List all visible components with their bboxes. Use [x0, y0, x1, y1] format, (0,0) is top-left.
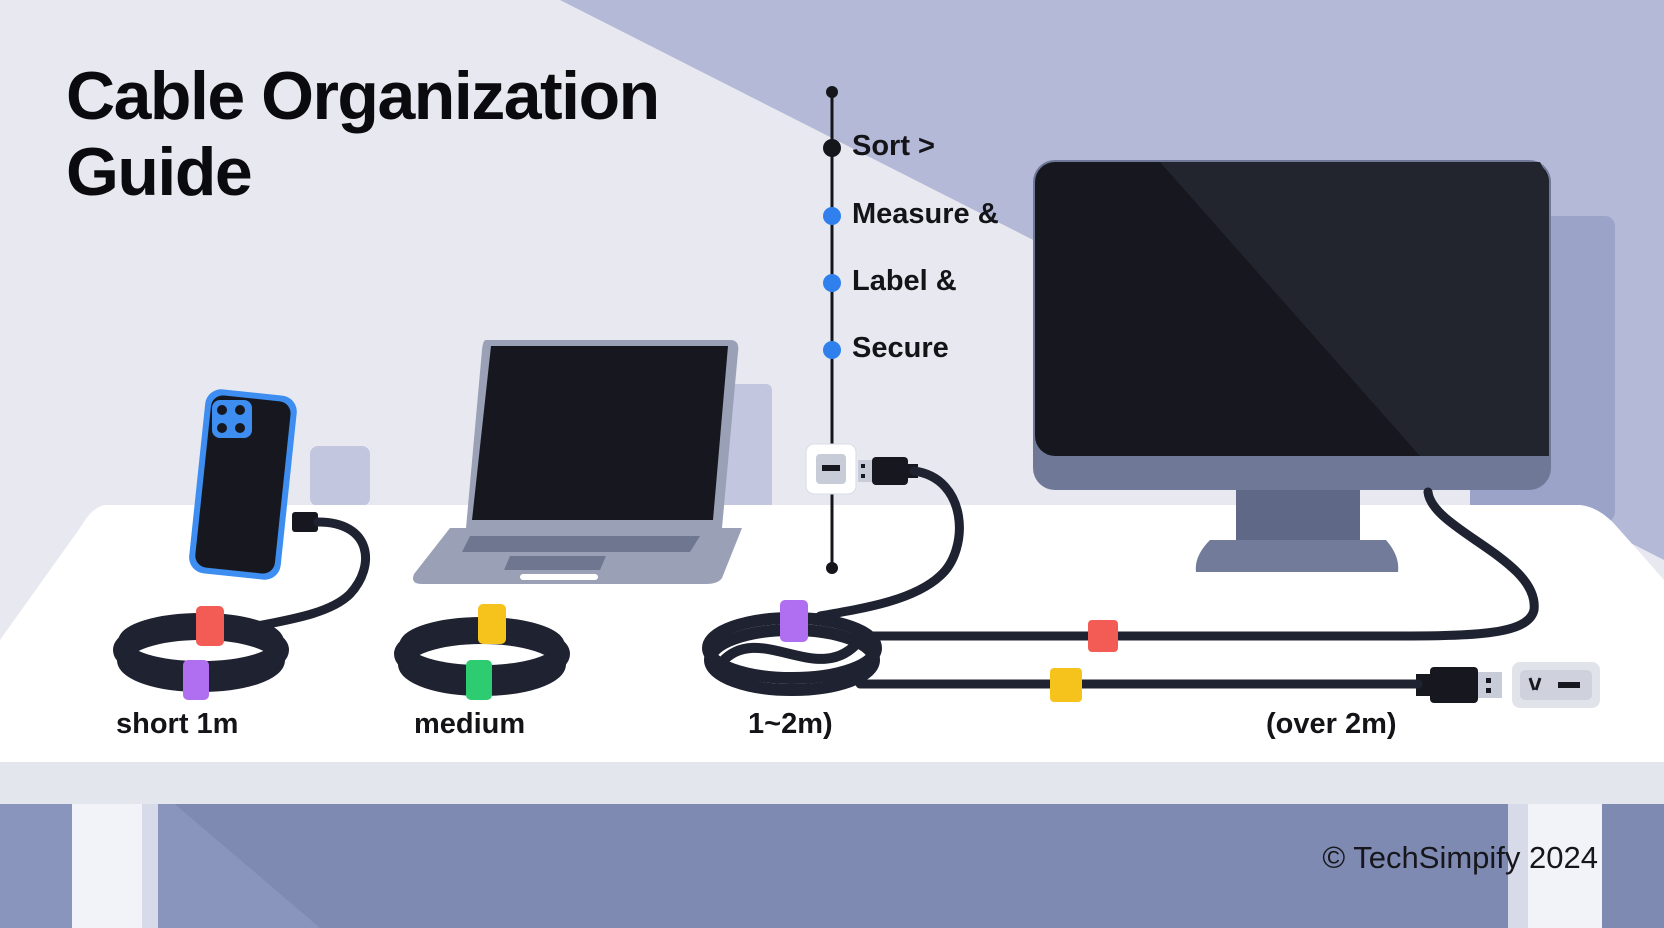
timeline-end-dot	[826, 562, 838, 574]
step-measure-label: Measure &	[852, 198, 999, 230]
cable-ties	[183, 600, 1118, 702]
page-title: Cable Organization Guide	[66, 58, 660, 210]
tie-short-1	[196, 606, 224, 646]
laptop-wall-shadow	[720, 384, 772, 514]
step-label-label: Label &	[852, 265, 957, 297]
step-dot-measure	[823, 207, 841, 225]
tie-long-1	[1088, 620, 1118, 652]
tie-medium-1	[478, 604, 506, 644]
cable-label-long: (over 2m)	[1266, 708, 1397, 740]
cable-label-mid-length: 1~2m)	[748, 708, 833, 740]
step-secure-label: Secure	[852, 332, 949, 364]
tie-short-2	[183, 660, 209, 700]
copyright-text: © TechSimpify 2024	[1322, 840, 1598, 875]
tie-long-2	[1050, 668, 1082, 702]
monitor-icon	[1033, 160, 1551, 572]
step-dot-secure	[823, 341, 841, 359]
cables	[225, 466, 1539, 689]
cable-label-short: short 1m	[116, 708, 239, 740]
phone-wall-shadow	[310, 446, 370, 506]
timeline-start-dot	[826, 86, 838, 98]
floor-shadow	[170, 800, 1664, 928]
step-dot-label	[823, 274, 841, 292]
phone-icon	[189, 389, 318, 580]
cable-label-medium: medium	[414, 708, 526, 740]
tie-medium-2	[466, 660, 492, 700]
usb-plug-right-icon	[1416, 667, 1502, 703]
tie-midlength	[780, 600, 808, 642]
wall-port	[805, 443, 857, 495]
step-dot-sort	[823, 139, 841, 157]
laptop-icon	[413, 340, 742, 584]
step-sort-label: Sort >	[852, 130, 935, 162]
power-outlet	[1512, 662, 1600, 708]
